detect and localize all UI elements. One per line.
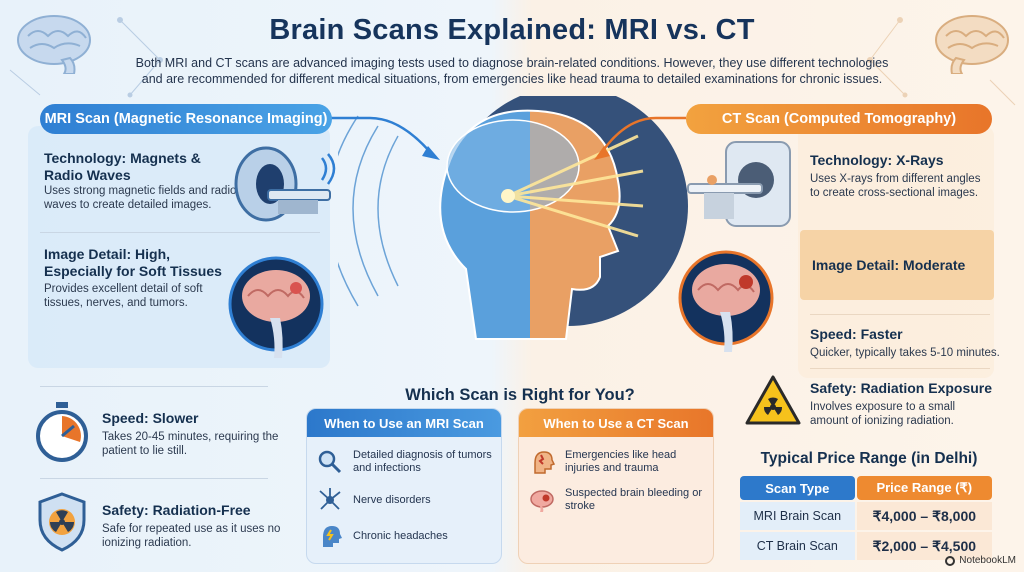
ct-speed-title: Speed: Faster (810, 326, 903, 342)
brain-icon-left (17, 15, 91, 74)
ct-usage-item: Suspected brain bleeding or stroke (565, 487, 702, 512)
mri-lower-separator-2 (40, 478, 268, 479)
neuron-icon (319, 488, 341, 510)
mri-usage-card: When to Use an MRI Scan Detailed diagnos… (306, 408, 502, 564)
which-scan-title: Which Scan is Right for You? (405, 386, 635, 404)
price-cell: ₹2,000 – ₹4,500 (856, 532, 992, 560)
mri-technology-title: Technology: Magnets & Radio Waves (44, 150, 201, 183)
ct-speed-body: Quicker, typically takes 5-10 minutes. (810, 347, 1000, 359)
ct-brain-scan-image (678, 250, 774, 352)
brain-bleed-icon (530, 490, 554, 512)
table-row: CT Brain Scan ₹2,000 – ₹4,500 (740, 532, 992, 560)
brain-icon-right (935, 15, 1009, 74)
ct-usage-header: When to Use a CT Scan (519, 409, 713, 437)
ct-detail-box: Image Detail: Moderate (800, 230, 994, 300)
mri-speed-body: Takes 20-45 minutes, requiring the patie… (102, 431, 279, 457)
price-col-header: Price Range (₹) (856, 476, 992, 500)
price-table-title: Typical Price Range (in Delhi) (760, 450, 978, 467)
magnifier-icon (318, 450, 342, 474)
list-item: Detailed diagnosis of tumors and infecti… (317, 449, 493, 475)
ct-usage-item: Emergencies like head injuries and traum… (565, 449, 677, 474)
mri-safety-body: Safe for repeated use as it uses no ioni… (102, 523, 281, 549)
page-title: Brain Scans Explained: MRI vs. CT (269, 14, 755, 46)
ct-safety-body: Involves exposure to a small amount of i… (810, 401, 956, 427)
list-item: Suspected brain bleeding or stroke (529, 487, 705, 513)
ct-machine-icon (687, 141, 791, 227)
list-item: Emergencies like head injuries and traum… (529, 449, 705, 475)
mri-usage-item: Chronic headaches (353, 529, 448, 542)
mri-machine-icon (234, 146, 336, 222)
table-row: MRI Brain Scan ₹4,000 – ₹8,000 (740, 502, 992, 530)
ct-connector-arrow (594, 116, 686, 160)
price-col-header: Scan Type (740, 476, 855, 500)
price-cell: ₹4,000 – ₹8,000 (856, 502, 992, 530)
mri-connector-arrow (330, 116, 440, 160)
mri-header-pill: MRI Scan (Magnetic Resonance Imaging) (40, 104, 332, 134)
mri-usage-header: When to Use an MRI Scan (307, 409, 501, 437)
scan-type-cell: MRI Brain Scan (740, 502, 855, 530)
brand-name: NotebookLM (959, 555, 1016, 566)
intro-text: Both MRI and CT scans are advanced imagi… (135, 56, 889, 86)
head-injury-icon (534, 451, 555, 474)
ct-safety-title: Safety: Radiation Exposure (810, 380, 993, 396)
list-item: Nerve disorders (317, 487, 493, 513)
mri-usage-item: Nerve disorders (353, 493, 431, 506)
notebooklm-logo-icon (945, 555, 956, 566)
mri-separator (40, 232, 320, 233)
brand-watermark: NotebookLM (945, 555, 1016, 566)
ct-technology-body: Uses X-rays from different angles to cre… (810, 173, 981, 199)
ct-header-pill: CT Scan (Computed Tomography) (686, 104, 992, 134)
price-table: Scan Type Price Range (₹) MRI Brain Scan… (738, 474, 994, 562)
head-illustration (338, 96, 688, 340)
radiation-warning-icon (745, 375, 801, 425)
stopwatch-icon (36, 402, 88, 462)
mri-safety-title: Safety: Radiation-Free (102, 502, 251, 518)
mri-detail-body: Provides excellent detail of soft tissue… (44, 283, 203, 309)
list-item: Chronic headaches (317, 523, 493, 549)
xray-beams (507, 134, 644, 238)
mri-usage-item: Detailed diagnosis of tumors and infecti… (353, 449, 492, 474)
mri-detail-title: Image Detail: High, Especially for Soft … (44, 246, 222, 279)
magnetic-waves (338, 115, 399, 307)
ct-detail-title: Image Detail: Moderate (812, 256, 966, 273)
mri-technology-body: Uses strong magnetic fields and radio wa… (44, 185, 237, 211)
ct-separator (810, 314, 990, 315)
ct-technology-title: Technology: X-Rays (810, 152, 944, 168)
headache-icon (323, 526, 342, 547)
radiation-free-shield-icon (38, 492, 86, 552)
ct-usage-card: When to Use a CT Scan Emergencies like h… (518, 408, 714, 564)
mri-lower-separator (40, 386, 268, 387)
mri-speed-title: Speed: Slower (102, 410, 199, 426)
ct-separator-2 (810, 368, 990, 369)
mri-brain-scan-image (228, 256, 324, 358)
scan-type-cell: CT Brain Scan (740, 532, 855, 560)
